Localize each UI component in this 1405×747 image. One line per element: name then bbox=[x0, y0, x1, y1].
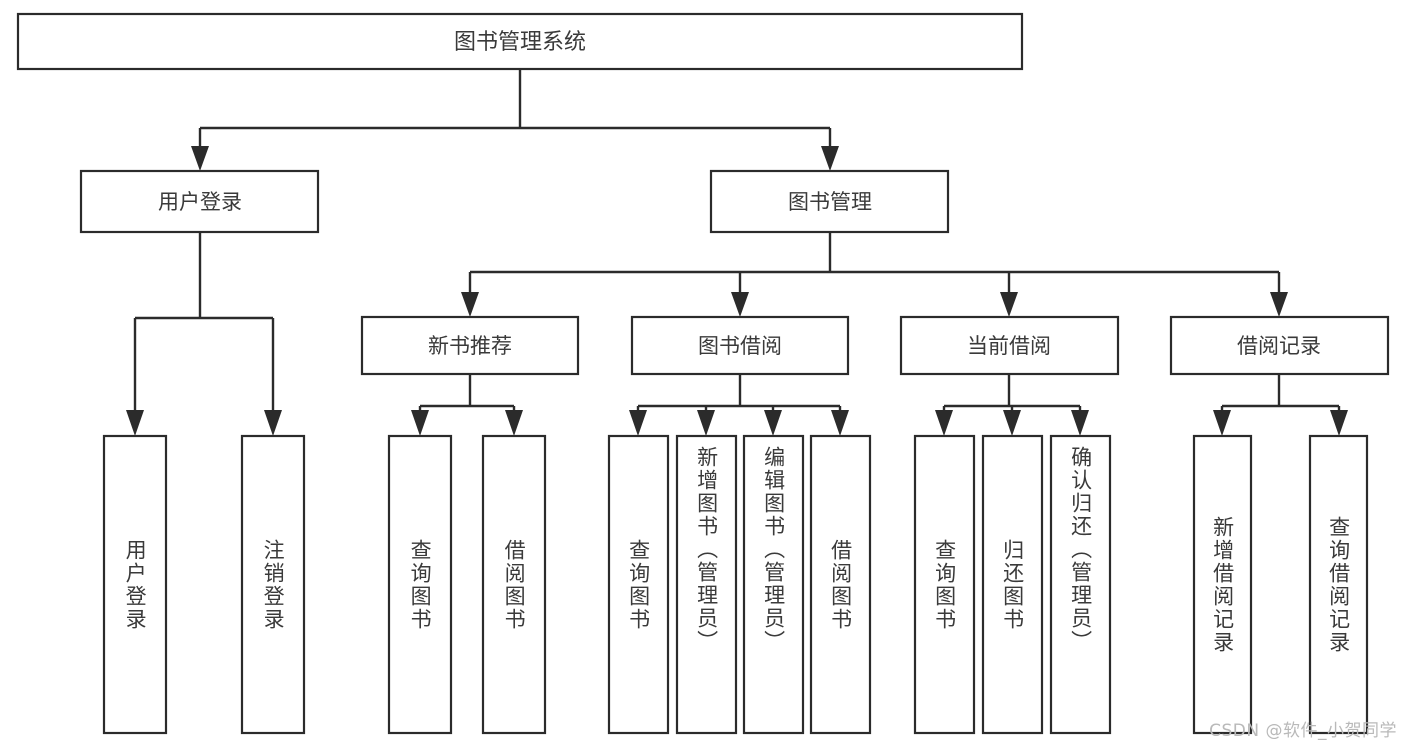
node-user-login-label: 用户登录 bbox=[158, 190, 242, 214]
arrow-record-leaf-1 bbox=[1213, 410, 1231, 436]
arrow-to-new-book-rec bbox=[461, 292, 479, 317]
leaf-box-confirm-return-admin[interactable] bbox=[1049, 434, 1112, 735]
arrow-to-leaf-user-login bbox=[126, 410, 144, 436]
node-current-borrow-box[interactable] bbox=[899, 315, 1120, 376]
leaf-box-query-borrow-record[interactable] bbox=[1308, 434, 1369, 735]
leaf-box-edit-book-admin[interactable] bbox=[742, 434, 805, 735]
leaf-box-return-book[interactable] bbox=[981, 434, 1044, 735]
node-root-box[interactable] bbox=[16, 12, 1024, 71]
leaf-box-add-book-admin[interactable] bbox=[675, 434, 738, 735]
node-current-borrow-label: 当前借阅 bbox=[967, 334, 1051, 358]
arrow-to-borrow-record bbox=[1270, 292, 1288, 317]
arrow-record-leaf-2 bbox=[1330, 410, 1348, 436]
node-user-login-box[interactable] bbox=[79, 169, 320, 234]
arrow-to-leaf-logout bbox=[264, 410, 282, 436]
arrow-borrow-leaf-3 bbox=[764, 410, 782, 436]
leaf-box-query-book-newbook[interactable] bbox=[387, 434, 453, 735]
arrow-current-leaf-3 bbox=[1071, 410, 1089, 436]
arrow-borrow-leaf-1 bbox=[629, 410, 647, 436]
arrow-newbook-leaf-1 bbox=[411, 410, 429, 436]
node-book-borrow-label: 图书借阅 bbox=[698, 334, 782, 358]
csdn-watermark: CSDN @软件_小贺同学 bbox=[1209, 721, 1397, 741]
arrow-borrow-leaf-2 bbox=[697, 410, 715, 436]
arrow-to-user-login bbox=[191, 146, 209, 171]
leaf-box-query-book-borrow[interactable] bbox=[607, 434, 670, 735]
arrow-borrow-leaf-4 bbox=[831, 410, 849, 436]
arrow-current-leaf-2 bbox=[1003, 410, 1021, 436]
leaf-box-logout[interactable] bbox=[240, 434, 306, 735]
boxes-layer: 图书管理系统 用户登录 图书管理 新书推荐 图书借阅 当前借阅 借阅记录 bbox=[16, 12, 1390, 735]
arrow-current-leaf-1 bbox=[935, 410, 953, 436]
leaf-box-user-login[interactable] bbox=[102, 434, 168, 735]
node-book-management-label: 图书管理 bbox=[788, 190, 872, 214]
arrow-newbook-leaf-2 bbox=[505, 410, 523, 436]
connectors-layer bbox=[126, 69, 1348, 436]
node-new-book-recommend-box[interactable] bbox=[360, 315, 580, 376]
node-borrow-record-label: 借阅记录 bbox=[1237, 334, 1321, 358]
node-book-management-box[interactable] bbox=[709, 169, 950, 234]
node-book-borrow-box[interactable] bbox=[630, 315, 850, 376]
node-root-label: 图书管理系统 bbox=[454, 30, 586, 55]
leaf-box-query-book-current[interactable] bbox=[913, 434, 976, 735]
arrow-to-book-borrow bbox=[731, 292, 749, 317]
leaf-box-borrow-book[interactable] bbox=[809, 434, 872, 735]
node-borrow-record-box[interactable] bbox=[1169, 315, 1390, 376]
node-new-book-recommend-label: 新书推荐 bbox=[428, 334, 512, 358]
leaf-box-borrow-book-newbook[interactable] bbox=[481, 434, 547, 735]
arrow-to-current-borrow bbox=[1000, 292, 1018, 317]
arrow-to-book-mgmt bbox=[821, 146, 839, 171]
leaf-box-add-borrow-record[interactable] bbox=[1192, 434, 1253, 735]
